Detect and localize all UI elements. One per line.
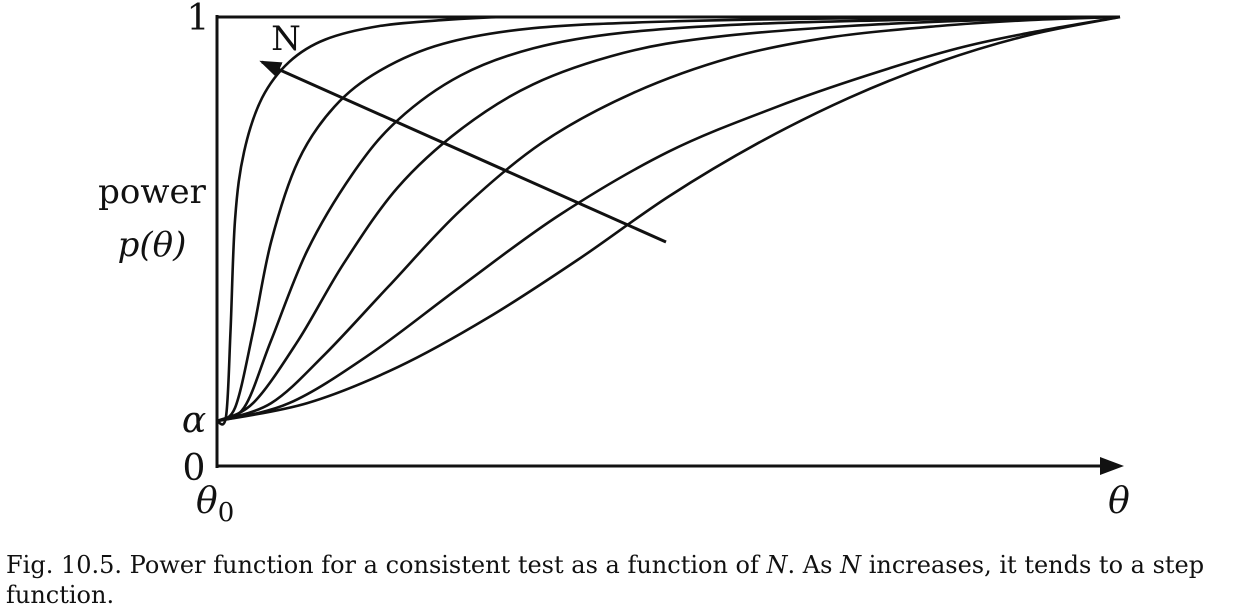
- power-curve-3: [216, 15, 1121, 423]
- y-axis-label-power: power: [98, 172, 206, 212]
- power-curves: [215, 15, 1121, 426]
- caption-n-symbol-1: N: [766, 551, 788, 579]
- caption-text-part1: Power function for a consistent test as …: [129, 551, 759, 579]
- power-curve-4: [216, 15, 1121, 423]
- caption-text-part2: . As: [787, 551, 833, 579]
- power-curve-7: [216, 15, 1121, 423]
- x-axis-arrowhead: [1100, 457, 1124, 475]
- caption-figure-label: Fig. 10.5.: [6, 551, 123, 579]
- y-tick-label-alpha: α: [182, 400, 206, 441]
- caption-n-symbol-2: N: [840, 551, 862, 579]
- y-tick-label-0: 0: [183, 448, 206, 489]
- trend-label-n: N: [271, 19, 301, 59]
- y-axis-label-function: p(θ): [118, 225, 187, 265]
- increasing-n-arrow: [259, 60, 667, 244]
- figure-caption: Fig. 10.5. Power function for a consiste…: [6, 550, 1234, 610]
- power-curve-2: [216, 15, 1121, 423]
- x-start-label: θ0: [196, 481, 234, 528]
- power-curve-1: [215, 15, 1120, 426]
- power-function-chart: N 1 α 0 power p(θ) θ0 θ: [98, 0, 1130, 528]
- x-start-label-subscript: 0: [218, 498, 235, 528]
- power-curve-6: [216, 15, 1121, 423]
- power-curve-5: [216, 15, 1121, 423]
- x-axis-label-theta: θ: [1108, 481, 1130, 522]
- caption-text-part3: increases, it tends to a step function.: [6, 551, 1205, 609]
- x-start-label-theta: θ: [196, 481, 218, 522]
- y-tick-label-1: 1: [187, 0, 210, 39]
